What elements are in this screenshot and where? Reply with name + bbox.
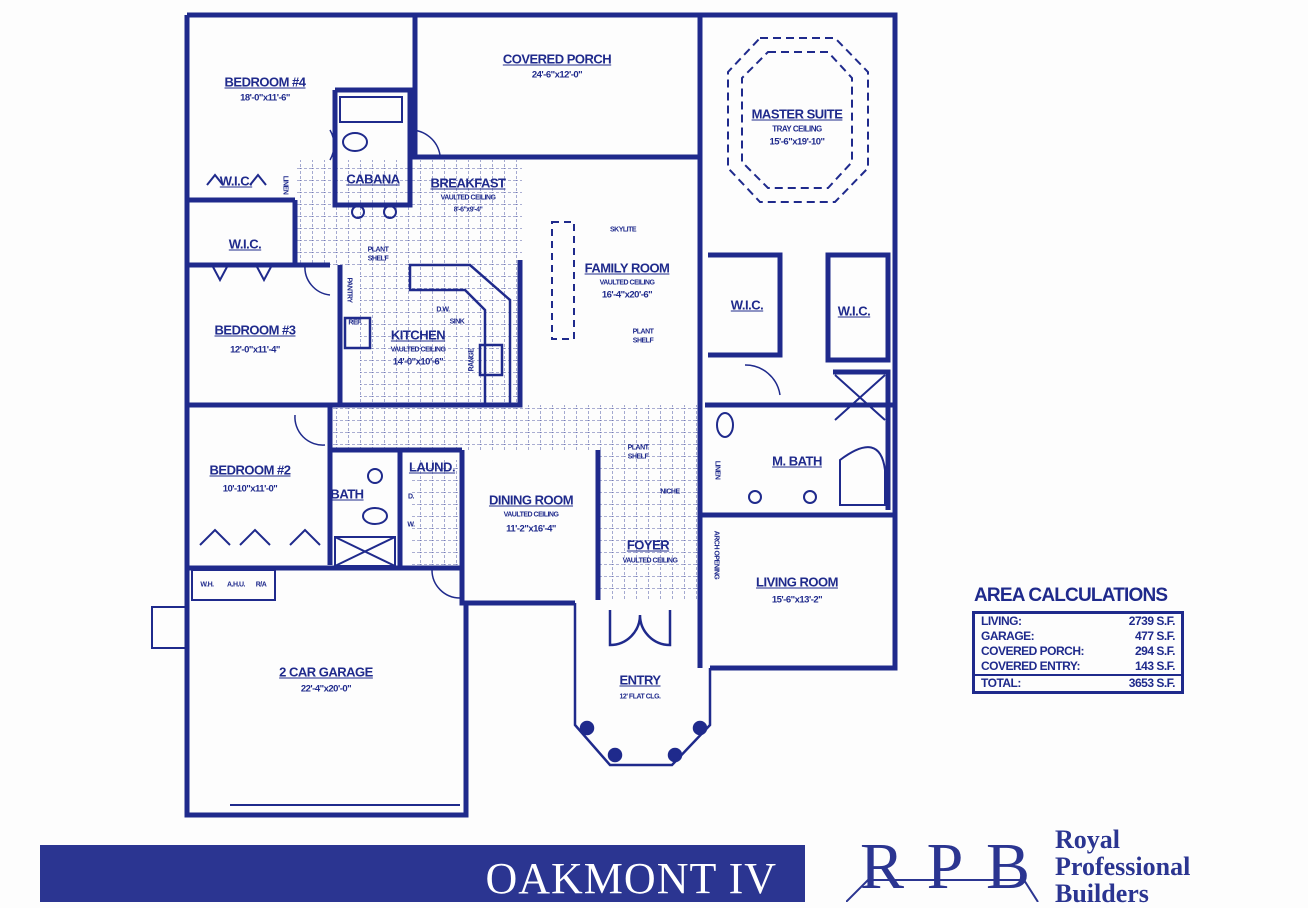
- ref-label: REF.: [348, 319, 362, 327]
- kitchen-counters: [343, 263, 512, 407]
- room-dims-garage: 22'-4"x20'-0": [300, 683, 352, 695]
- room-dims-breakfast: 8'-6"x9'-4": [453, 206, 483, 214]
- room-name-living: LIVING ROOM: [756, 574, 838, 590]
- room-dims-family: 16'-4"x20'-6": [601, 289, 653, 301]
- room-name-bedroom4: BEDROOM #4: [224, 74, 306, 90]
- room-name-family: FAMILY ROOM: [584, 260, 670, 276]
- tile-floors: [297, 160, 700, 600]
- sink-label: SINK: [449, 318, 465, 326]
- plant-shelf-label-2b: SHELF: [632, 337, 654, 345]
- room-dims-bedroom3: 12'-0"x11'-4": [230, 344, 280, 356]
- area-value: 2739 S.F.: [1128, 614, 1176, 628]
- room-name-wic4: W.I.C.: [837, 303, 871, 319]
- room-dims-dining: 11'-2"x16'-4": [506, 523, 556, 535]
- room-name-entry: ENTRY: [619, 672, 661, 688]
- linen-label-1: LINEN: [281, 175, 289, 195]
- model-name: OAKMONT IV: [485, 854, 777, 903]
- niche-label: NICHE: [660, 488, 680, 496]
- arch-opening-label: ARCH OPENING: [712, 530, 720, 580]
- room-name-breakfast: BREAKFAST: [430, 175, 506, 191]
- total-row: TOTAL:3653 S.F.: [973, 674, 1183, 693]
- company-name: Royal Professional Builders: [1055, 826, 1190, 907]
- room-note-master: TRAY CEILING: [772, 124, 822, 134]
- room-name-wic2: W.I.C.: [228, 236, 262, 252]
- room-name-dining: DINING ROOM: [488, 492, 574, 508]
- room-dims-porch: 24'-6"x12'-0": [531, 69, 583, 81]
- area-label: GARAGE:: [981, 629, 1035, 643]
- skylite-label: SKYLITE: [609, 226, 637, 234]
- room-name-kitchen: KITCHEN: [390, 327, 446, 343]
- room-name-master: MASTER SUITE: [751, 106, 843, 122]
- skylite: [551, 221, 575, 340]
- plant-shelf-label-3b: SHELF: [627, 453, 649, 461]
- room-name-laund: LAUND.: [408, 459, 456, 475]
- company-name-line: Royal: [1055, 825, 1120, 854]
- door-swings: [294, 129, 781, 599]
- area-value: 143 S.F.: [1134, 659, 1176, 673]
- plant-shelf-label-1a: PLANT: [367, 246, 389, 254]
- room-note-foyer: VAULTED CEILING: [622, 557, 678, 565]
- plant-shelf-label-2a: PLANT: [632, 328, 654, 336]
- room-dims-living: 15'-6"x13'-2": [771, 594, 823, 606]
- room-note-kitchen: VAULTED CEILING: [390, 346, 446, 354]
- plant-shelf-label-3a: PLANT: [627, 444, 649, 452]
- room-name-wic3: W.I.C.: [730, 297, 764, 313]
- room-name-bedroom2: BEDROOM #2: [209, 462, 291, 478]
- area-value: 477 S.F.: [1134, 629, 1176, 643]
- fixtures: [151, 96, 886, 806]
- room-name-bedroom3: BEDROOM #3: [214, 322, 296, 338]
- area-label: COVERED PORCH:: [981, 644, 1085, 658]
- company-name-line: Professional: [1055, 852, 1191, 881]
- room-note-breakfast: VAULTED CEILING: [440, 194, 496, 202]
- entry-bay: [573, 603, 712, 767]
- room-name-bath: BATH: [330, 486, 364, 502]
- pantry-label: PANTRY: [345, 277, 353, 303]
- room-dims-bedroom2: 10'-10"x11'-0": [222, 483, 278, 495]
- area-label: LIVING:: [981, 614, 1022, 628]
- room-name-foyer: FOYER: [626, 537, 670, 553]
- total-value: 3653 S.F.: [1111, 674, 1183, 693]
- table-row: LIVING: 2739 S.F.: [974, 613, 1183, 630]
- return-air-label: R/A: [255, 581, 267, 589]
- linen-label-2: LINEN: [713, 460, 721, 480]
- room-dims-bedroom4: 18'-0"x11'-6": [240, 92, 290, 104]
- table-row: GARAGE: 477 S.F.: [974, 629, 1183, 644]
- dryer-label: D.: [408, 493, 415, 501]
- range-label: RANGE: [468, 348, 476, 372]
- plant-shelf-label-1b: SHELF: [367, 255, 389, 263]
- room-dims-kitchen: 14'-0"x10'-6": [392, 356, 444, 368]
- tray-ceiling-outline: [727, 37, 869, 203]
- logo-monogram: RPB: [860, 830, 1030, 902]
- room-note-family: VAULTED CEILING: [599, 279, 655, 287]
- total-label: TOTAL:: [973, 674, 1112, 693]
- room-note-entry: 12' FLAT CLG.: [619, 693, 661, 701]
- area-calculations-title: AREA CALCULATIONS: [974, 585, 1168, 606]
- room-dims-master: 15'-6"x19'-10": [769, 136, 825, 148]
- area-table: LIVING: 2739 S.F. GARAGE: 477 S.F. COVERED…: [972, 611, 1184, 694]
- rpb-logo: RPB: [846, 830, 1039, 902]
- dishwasher-label: D.W.: [436, 306, 450, 314]
- room-name-mbath: M. BATH: [772, 453, 822, 469]
- ahu-label: A.H.U.: [227, 581, 246, 589]
- company-name-line: Builders: [1055, 879, 1149, 908]
- area-calculations: AREA CALCULATIONS LIVING: 2739 S.F. GARAG…: [972, 585, 1187, 694]
- area-label: COVERED ENTRY:: [981, 659, 1081, 673]
- walls: [184, 12, 898, 818]
- table-row: COVERED ENTRY: 143 S.F.: [974, 659, 1183, 675]
- model-name-banner: OAKMONT IV: [40, 845, 805, 903]
- water-heater-label: W.H.: [200, 581, 214, 589]
- room-note-dining: VAULTED CEILING: [503, 511, 559, 519]
- washer-label: W.: [407, 521, 415, 529]
- room-name-garage: 2 CAR GARAGE: [279, 664, 373, 680]
- table-row: COVERED PORCH: 294 S.F.: [974, 644, 1183, 659]
- room-name-porch: COVERED PORCH: [502, 51, 612, 67]
- room-name-cabana: CABANA: [346, 171, 400, 187]
- room-name-wic1: W.I.C.: [219, 173, 253, 189]
- area-value: 294 S.F.: [1134, 644, 1176, 658]
